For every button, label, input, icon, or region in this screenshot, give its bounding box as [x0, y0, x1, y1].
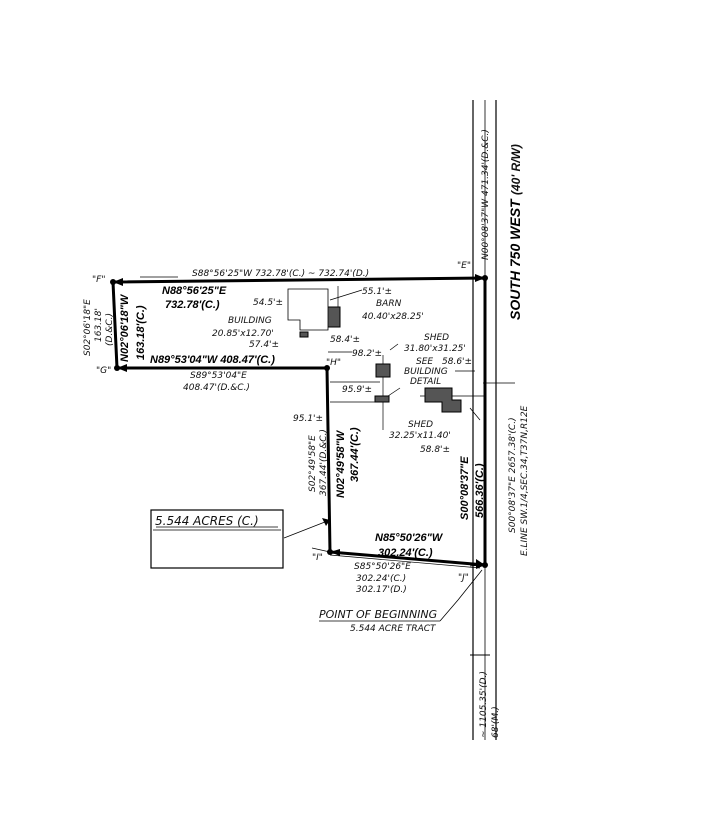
outbuilding: [287, 288, 329, 331]
eline-description: E.LINE SW.1/4,SEC.34,T37N,R12E: [520, 405, 530, 556]
dist-95-1: 95.1'±: [293, 414, 323, 424]
dist-58-8: 58.8'±: [420, 445, 450, 455]
west-call-2: 163.18': [94, 308, 104, 342]
gh-call: N89°53'04"W 408.47'(C.): [150, 354, 275, 366]
dist-95-9: 95.9'±: [342, 385, 372, 395]
barn-dims: 40.40'x28.25': [362, 312, 424, 322]
road-name: SOUTH 750 WEST: [507, 198, 523, 320]
east-distance: 566.36'(C.): [474, 463, 486, 518]
barn-label: BARN: [376, 299, 402, 309]
hi-small-2: 367.44'(D.&C.): [319, 429, 329, 496]
ij-bearing: N85°50'26"W: [375, 532, 444, 544]
north-line-call: S88°56'25"W 732.78'(C.) ~ 732.74'(D.): [192, 269, 369, 279]
dist-98: 98.2'±: [352, 349, 382, 359]
detail-see: SEE: [416, 357, 433, 367]
ij-small-3: 302.17'(D.): [356, 585, 407, 595]
detail-building: [424, 387, 462, 413]
road-north-call: N00°08'37"W 471.34'(D.&C.): [481, 129, 491, 260]
point-of-beginning: POINT OF BEGINNING 5.544 ACRE TRACT: [319, 569, 483, 634]
point-f: "F": [92, 275, 105, 285]
structures: [287, 288, 462, 413]
dist-57: 57.4'±: [249, 340, 279, 350]
west-distance: 163.18'(C.): [135, 305, 147, 360]
shed1-label: SHED: [424, 333, 449, 343]
shed-1: [375, 363, 391, 378]
west-call-3: (D.&C.): [105, 313, 115, 346]
road-south-call-2: 68'(M.): [491, 706, 501, 738]
east-bearing: S00°08'37"E: [459, 456, 471, 520]
shed-2: [374, 395, 390, 403]
ij-small-1: S85°50'26"E: [354, 562, 411, 572]
ij-small-2: 302.24'(C.): [356, 574, 406, 584]
point-h: "H": [326, 358, 341, 368]
detail-building: BUILDING: [404, 367, 448, 377]
gh-small-2: 408.47'(D.&C.): [183, 383, 250, 393]
building-label: BUILDING: [228, 316, 272, 326]
north-line-distance: 732.78'(C.): [165, 299, 220, 311]
point-g: "G": [96, 366, 111, 376]
dist-58-6: 58.6'±: [442, 357, 472, 367]
shed1-dims: 31.80'x31.25': [404, 344, 466, 354]
point-j: "J": [458, 573, 469, 583]
detail-detail: DETAIL: [410, 377, 441, 387]
shed2-dims: 32.25'x11.40': [389, 431, 451, 441]
point-e: "E": [457, 261, 471, 271]
arrows: [113, 274, 485, 569]
pob-subtitle: 5.544 ACRE TRACT: [350, 624, 437, 634]
pob-title: POINT OF BEGINNING: [319, 608, 437, 621]
ij-distance: 302.24'(C.): [378, 547, 433, 559]
dist-54: 54.5'±: [253, 298, 283, 308]
dist-55: 55.1'±: [362, 287, 392, 297]
hi-bearing: N02°49'58"W: [335, 429, 347, 498]
west-bearing: N02°06'18"W: [119, 293, 131, 362]
hi-distance: 367.44'(C.): [349, 427, 361, 482]
acreage-box: 5.544 ACRES (C.): [150, 509, 284, 569]
west-call-1: S02°06'18"E: [83, 299, 93, 356]
point-i: "I": [312, 553, 323, 563]
barn-building: [326, 306, 341, 328]
shed2-label: SHED: [408, 420, 433, 430]
building-dims: 20.85'x12.70': [212, 329, 274, 339]
road-row: (40' R/W): [509, 144, 523, 195]
small-building: [299, 331, 309, 338]
dist-58a: 58.4'±: [330, 335, 360, 345]
acreage-label: 5.544 ACRES (C.): [155, 514, 259, 528]
gh-small-1: S89°53'04"E: [190, 371, 247, 381]
north-line-bearing: N88°56'25"E: [162, 285, 227, 297]
road-south-call: ~ 1105.35'(D.): [479, 671, 489, 738]
hi-small-1: S02°49'58"E: [308, 435, 318, 492]
eline-call: S00°08'37"E 2657.38'(C.): [508, 417, 518, 533]
